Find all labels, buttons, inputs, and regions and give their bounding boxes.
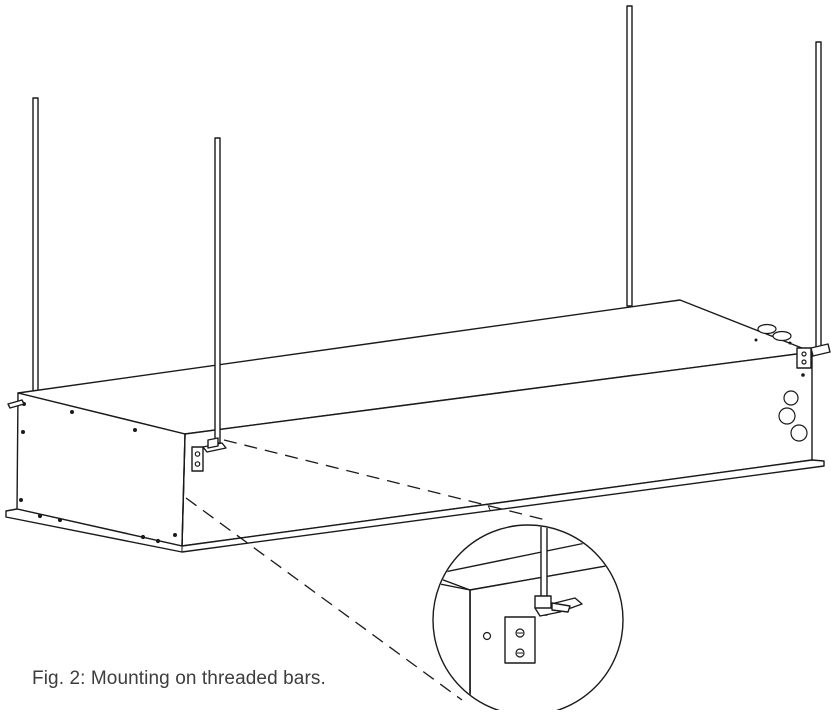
detail-leader-lines: [185, 439, 547, 701]
cable-knockout: [772, 330, 792, 342]
threaded-bar-front-right: [815, 41, 822, 353]
side-knockout: [778, 407, 796, 425]
side-knockout: [783, 390, 799, 406]
bracket-back-left: [7, 399, 25, 409]
side-knockout: [790, 424, 808, 442]
detail-magnifier: [432, 524, 624, 715]
bracket-front-right: [796, 343, 831, 369]
threaded-bar-front-left: [214, 137, 221, 444]
threaded-bar-back-right: [626, 5, 633, 307]
heater-unit: [5, 299, 825, 553]
bracket-front-left: [191, 437, 227, 472]
unit-bottom-flange: [5, 459, 825, 553]
threaded-bar-back-left: [32, 97, 39, 404]
figure-caption: Fig. 2: Mounting on threaded bars.: [32, 668, 326, 689]
cable-knockout: [757, 323, 777, 335]
